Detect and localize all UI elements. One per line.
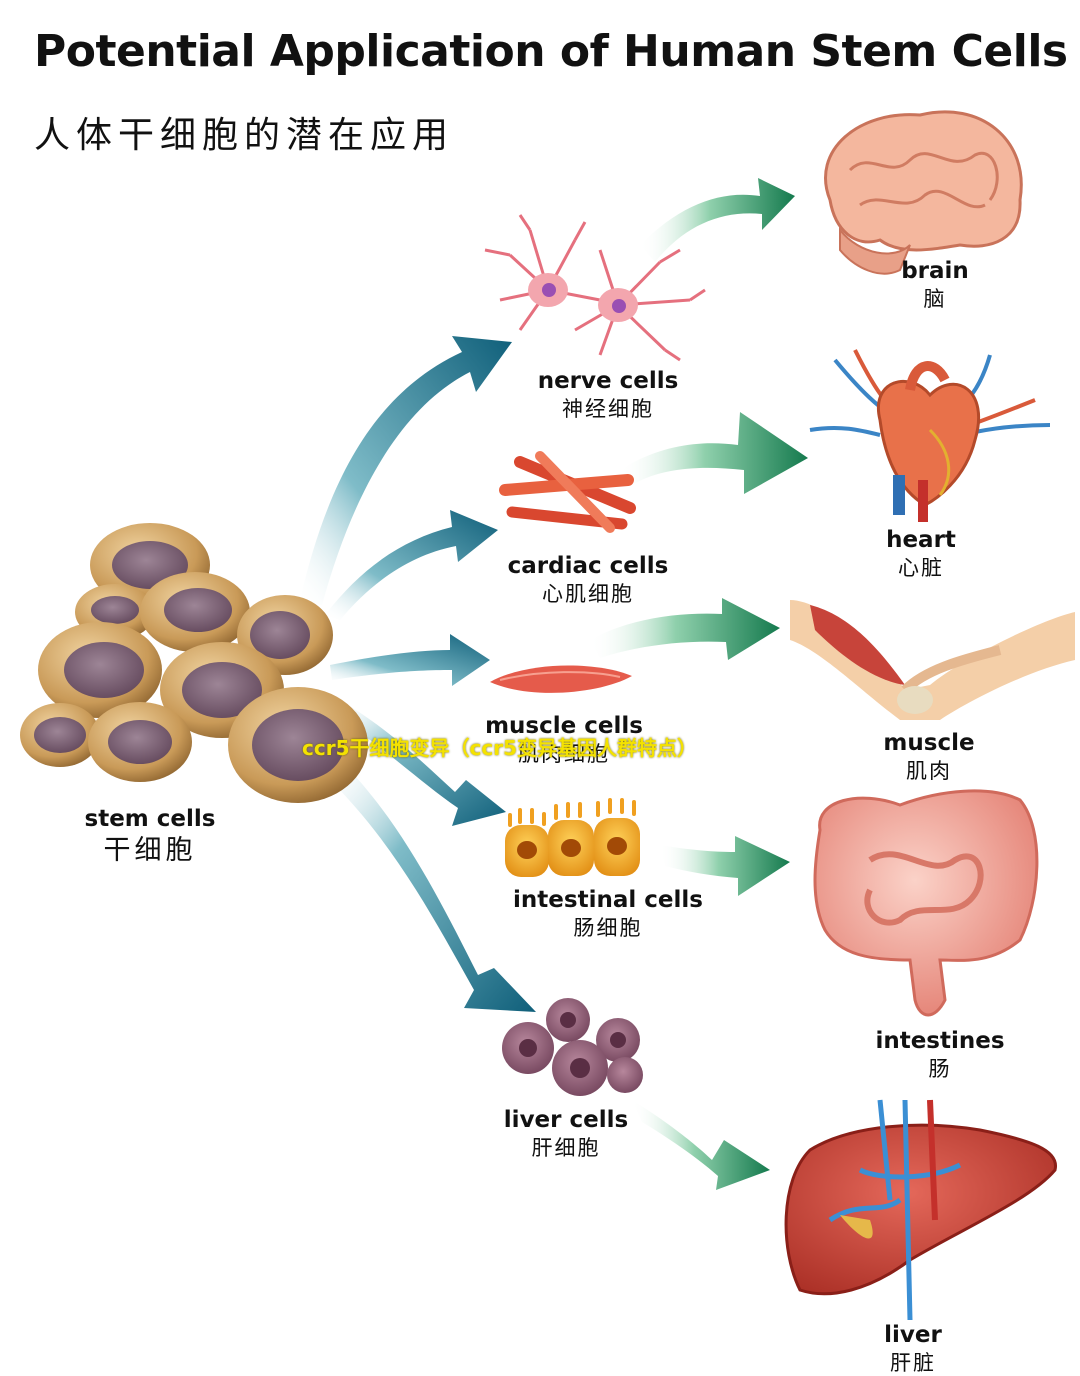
intestines-label: intestines 肠 — [875, 1028, 1004, 1082]
heart-label: heart 心脏 — [886, 527, 956, 581]
nerve-cells-en: nerve cells — [537, 368, 679, 394]
arrow-to-muscle-cells — [330, 634, 490, 686]
liver-cells-zh: 肝细胞 — [531, 1135, 601, 1160]
page-title: Potential Application of Human Stem Cell… — [34, 26, 1068, 77]
arrow-to-muscle — [590, 598, 780, 660]
liver-cells-illustration — [502, 998, 643, 1096]
cardiac-cells-zh: 心肌细胞 — [541, 581, 634, 606]
nerve-cells-zh: 神经细胞 — [561, 396, 654, 421]
muscle-cells-en: muscle cells — [485, 713, 643, 739]
stem-to-cell-arrows — [300, 336, 536, 1012]
muscle-cell-illustration — [490, 665, 632, 693]
stem-cells-en: stem cells — [84, 806, 216, 832]
brain-label: brain 脑 — [901, 258, 969, 312]
arrow-to-liver — [632, 1100, 770, 1190]
arrow-to-intestines — [660, 836, 790, 896]
liver-cells-label: liver cells 肝细胞 — [504, 1107, 628, 1161]
intestinal-cells-zh: 肠细胞 — [573, 915, 643, 940]
stem-cells-illustration — [20, 523, 368, 803]
liver-en: liver — [884, 1322, 942, 1348]
liver-cells-en: liver cells — [503, 1107, 629, 1133]
arrow-to-liver-cells — [325, 760, 536, 1012]
heart-zh: 心脏 — [898, 555, 944, 580]
stem-cells-zh: 干细胞 — [103, 834, 197, 866]
intestines-illustration — [813, 789, 1039, 1017]
intestinal-cells-illustration — [505, 798, 640, 877]
nerve-cells-illustration — [484, 214, 706, 362]
cell-to-organ-arrows — [590, 178, 808, 1190]
muscle-zh: 肌肉 — [906, 758, 952, 783]
intestines-en: intestines — [875, 1028, 1005, 1054]
arrow-to-brain — [640, 178, 795, 262]
nerve-cells-label: nerve cells 神经细胞 — [538, 368, 679, 422]
cardiac-cells-en: cardiac cells — [507, 553, 669, 579]
intestines-zh: 肠 — [928, 1056, 952, 1081]
muscle-cells-label: muscle cells 肌肉细胞 — [485, 713, 643, 767]
muscle-cells-zh: 肌肉细胞 — [517, 741, 610, 766]
cardiac-cells-illustration — [499, 451, 636, 533]
arm-muscle-illustration — [790, 600, 1075, 720]
heart-en: heart — [886, 527, 956, 553]
arrow-to-cardiac-cells — [325, 510, 498, 620]
stem-cells-label: stem cells 干细胞 — [85, 806, 216, 867]
watermark-text: ccr5干细胞变异（ccr5变异基因人群特点） — [302, 736, 697, 760]
arrow-to-heart — [620, 412, 808, 494]
cardiac-cells-label: cardiac cells 心肌细胞 — [508, 553, 669, 607]
brain-illustration — [824, 110, 1023, 275]
muscle-label: muscle 肌肉 — [883, 730, 974, 784]
intestinal-cells-en: intestinal cells — [513, 887, 703, 913]
liver-illustration — [784, 1099, 1058, 1321]
liver-zh: 肝脏 — [889, 1350, 936, 1375]
heart-illustration — [809, 349, 1051, 522]
muscle-en: muscle — [883, 730, 975, 756]
brain-zh: 脑 — [923, 286, 947, 311]
arrow-to-nerve-cells — [300, 336, 512, 605]
brain-en: brain — [901, 258, 969, 284]
liver-label: liver 肝脏 — [884, 1322, 942, 1376]
page-subtitle: 人体干细胞的潜在应用 — [34, 115, 455, 156]
arrow-to-intestinal-cells — [335, 700, 506, 826]
intestinal-cells-label: intestinal cells 肠细胞 — [513, 887, 703, 941]
